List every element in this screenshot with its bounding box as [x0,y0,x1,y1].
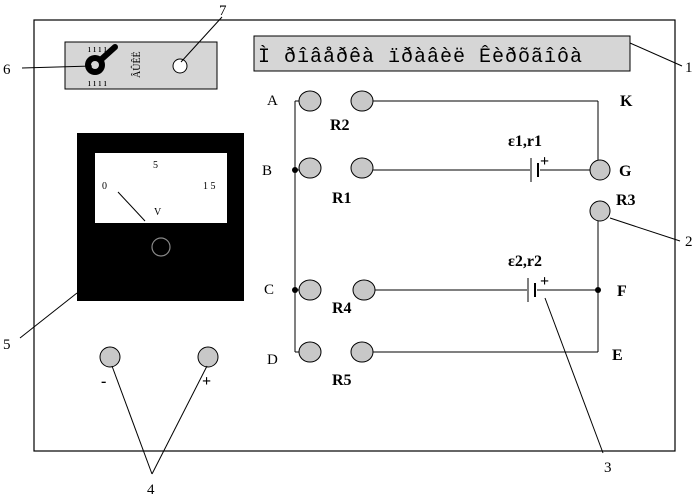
terminal-R3[interactable] [589,200,611,222]
terminal-R1-right[interactable] [350,157,374,179]
switch-top-marks: ı ı ı ı [88,44,107,55]
callout-4: 4 [147,482,155,498]
terminal-R4-right[interactable] [352,279,376,301]
scale-label-15: 1 5 [203,181,216,192]
callout-3: 3 [604,460,612,476]
source-label-e1: ɛ1,r1 [508,133,542,150]
node-label-K: K [620,93,633,110]
terminal-plus-sign: + [202,373,211,390]
voltmeter-zero-knob[interactable] [151,237,171,257]
terminal-D[interactable] [298,341,322,363]
callout-6: 6 [3,62,11,78]
terminal-minus-sign: - [101,373,106,390]
resistor-label-R1: R1 [332,190,352,207]
title-strip [253,35,631,72]
callout-lines [19,16,683,475]
junction-C [292,287,298,293]
circuit-wires [294,100,599,353]
terminal-A[interactable] [298,90,322,112]
battery-e2-symbol [527,278,536,302]
source-label-e2: ɛ2,r2 [508,253,542,270]
callout-5: 5 [3,337,11,353]
switch-side-text: ÂÛÊË [131,51,143,78]
callout-7: 7 [219,3,227,19]
indicator-lamp [172,58,188,74]
terminal-plus[interactable] [197,346,219,368]
source-sign-e1: + [540,153,549,170]
junction-F [595,287,601,293]
node-label-B: B [262,163,272,179]
terminal-G[interactable] [589,159,611,181]
resistor-label-R2: R2 [330,117,350,134]
node-label-A: A [267,93,278,109]
resistor-label-R4: R4 [332,300,352,317]
callout-2: 2 [685,234,693,250]
switch-bottom-marks: ı ı ı ı [88,78,107,89]
battery-e1-symbol [530,158,539,182]
resistor-label-R3: R3 [616,192,636,209]
terminal-minus[interactable] [99,346,121,368]
terminal-C[interactable] [298,279,322,301]
voltmeter-needle [117,191,146,222]
node-label-F: F [617,283,627,300]
terminal-B[interactable] [298,157,322,179]
callout-1: 1 [685,60,693,76]
scale-label-5: 5 [153,160,158,171]
node-label-E: E [612,347,623,364]
scale-label-0: 0 [102,181,107,192]
node-label-C: C [264,282,274,298]
resistor-label-R5: R5 [332,372,352,389]
source-sign-e2: + [540,273,549,290]
node-label-G: G [619,163,632,180]
scale-unit: V [154,207,162,218]
power-switch-knob[interactable] [85,44,118,75]
terminal-R2-right[interactable] [350,90,374,112]
title-strip-text: Ì ðîâåðêà ïðàâèë Êèðõãîôà [258,45,583,69]
terminal-R5-right[interactable] [350,341,374,363]
node-label-D: D [267,352,278,368]
junction-B [292,167,298,173]
voltmeter-scale [95,153,227,223]
